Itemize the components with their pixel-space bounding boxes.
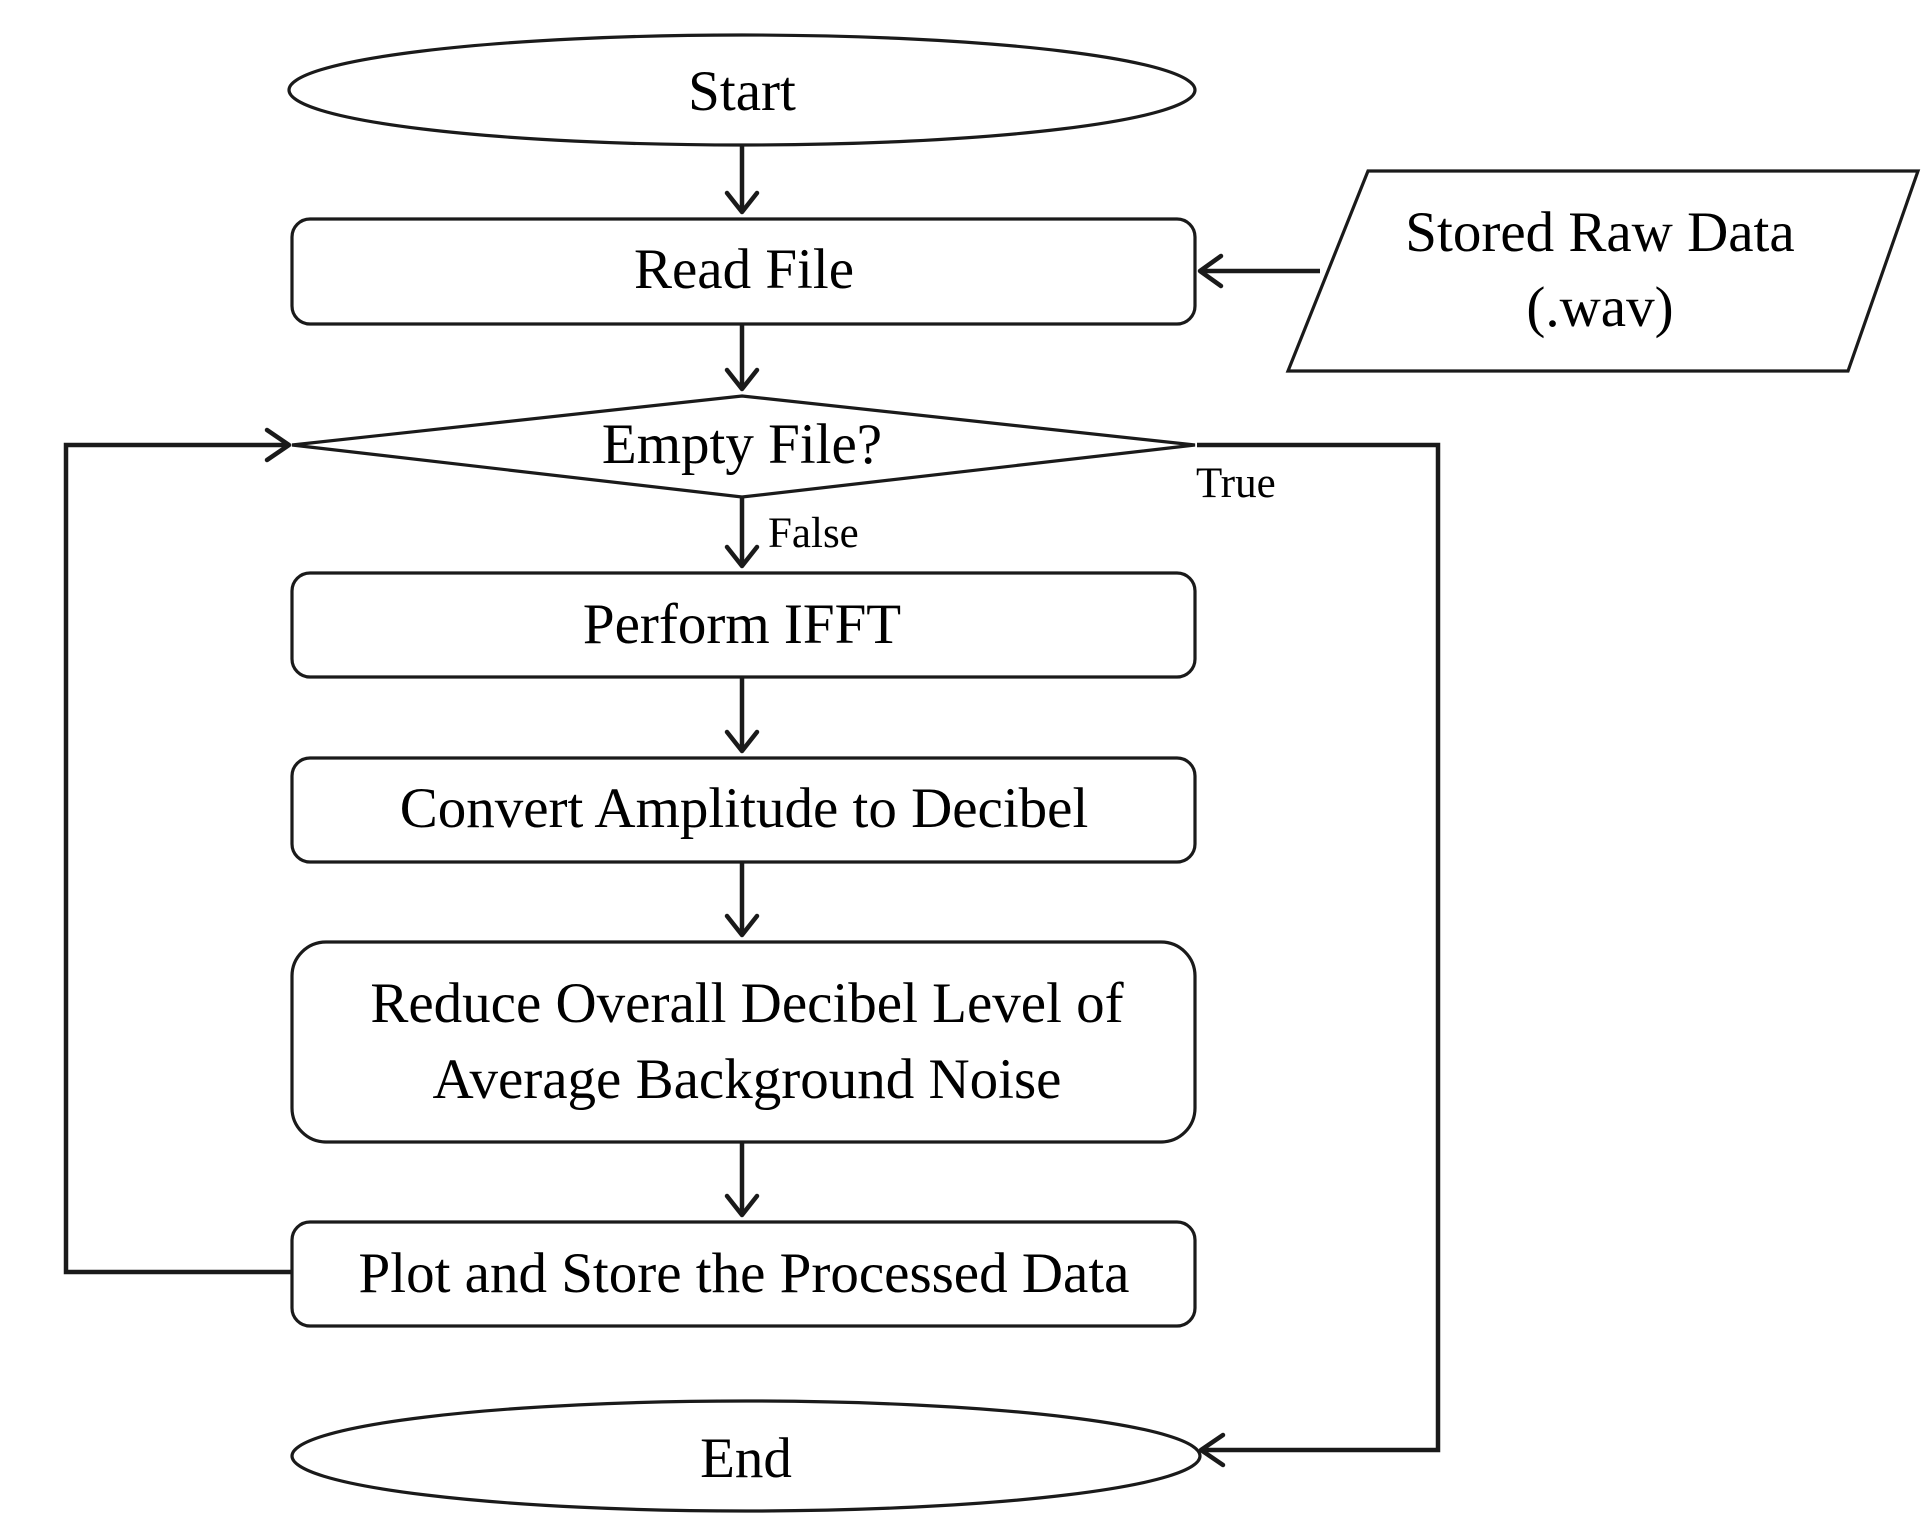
empty-file-label: Empty File? xyxy=(602,413,882,476)
edge-loop-back xyxy=(63,427,292,1275)
edge-convert-to-reduce xyxy=(724,862,760,938)
false-branch-label: False xyxy=(768,510,859,557)
stored-raw-data-node: Stored Raw Data (.wav) xyxy=(1285,169,1921,373)
perform-ifft-label: Perform IFFT xyxy=(583,593,901,656)
start-node: Start xyxy=(287,33,1197,147)
reduce-noise-node: Reduce Overall Decibel Level of Average … xyxy=(290,940,1197,1144)
edge-reduce-to-plot xyxy=(724,1142,760,1218)
empty-file-decision: Empty File? xyxy=(291,394,1196,499)
end-label: End xyxy=(700,1427,792,1490)
start-label: Start xyxy=(688,60,796,123)
stored-raw-data-line1: Stored Raw Data xyxy=(1405,201,1794,264)
perform-ifft-node: Perform IFFT xyxy=(290,571,1197,679)
edge-decision-true xyxy=(1197,442,1441,1468)
end-node: End xyxy=(290,1399,1202,1513)
edge-read-file-to-decision xyxy=(724,325,760,392)
edge-ifft-to-convert xyxy=(724,677,760,754)
reduce-noise-line1: Reduce Overall Decibel Level of xyxy=(370,972,1123,1035)
true-branch-label: True xyxy=(1196,460,1276,507)
convert-amplitude-label: Convert Amplitude to Decibel xyxy=(400,777,1089,840)
reduce-noise-line2: Average Background Noise xyxy=(433,1048,1062,1111)
plot-store-label: Plot and Store the Processed Data xyxy=(359,1242,1130,1305)
read-file-label: Read File xyxy=(634,238,854,301)
convert-amplitude-node: Convert Amplitude to Decibel xyxy=(290,756,1197,864)
edge-decision-false xyxy=(724,497,760,569)
stored-raw-data-line2: (.wav) xyxy=(1526,276,1673,339)
edge-start-to-read-file xyxy=(724,146,760,215)
edge-stored-data-to-read-file xyxy=(1197,253,1320,289)
plot-store-node: Plot and Store the Processed Data xyxy=(290,1220,1197,1328)
read-file-node: Read File xyxy=(290,217,1197,326)
